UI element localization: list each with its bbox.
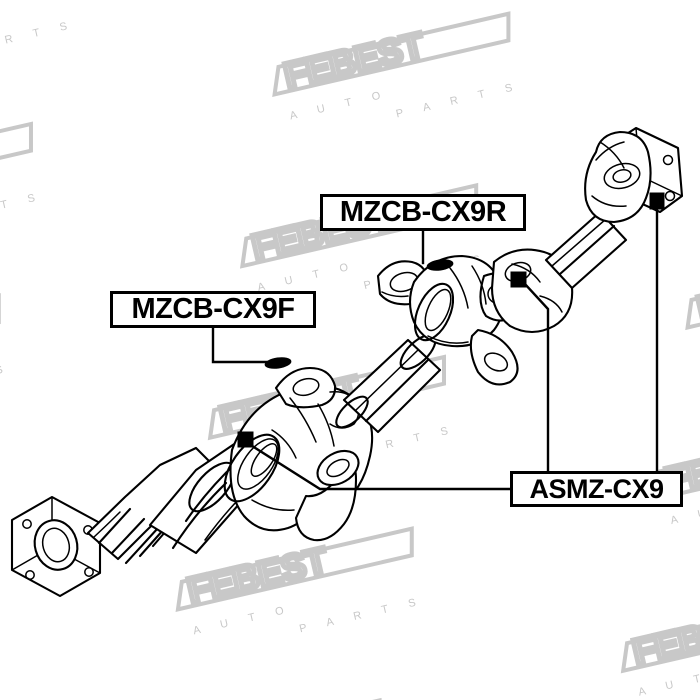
marker-asmz-rear (649, 192, 665, 210)
callout-box-mzcb-cx9r[interactable]: MZCB-CX9R (320, 194, 526, 231)
rear-shaft-tube (544, 210, 628, 290)
part-markers (237, 192, 665, 448)
leader-mzcb-cx9f (211, 326, 272, 364)
callout-box-asmz-cx9[interactable]: ASMZ-CX9 (510, 471, 683, 507)
callout-label-mzcb-cx9f: MZCB-CX9F (131, 293, 295, 325)
leader-lines (211, 207, 659, 491)
callout-box-mzcb-cx9f[interactable]: MZCB-CX9F (110, 291, 316, 328)
front-flange-part (10, 495, 102, 598)
driveshaft-artwork (10, 126, 684, 598)
marker-mzcb-cx9f (264, 357, 292, 369)
marker-mzcb-cx9r (426, 259, 454, 271)
rear-flange-yoke (584, 126, 684, 224)
callout-label-mzcb-cx9r: MZCB-CX9R (339, 196, 507, 228)
leader-asmz-front (247, 442, 512, 491)
leader-asmz-mid (522, 281, 550, 473)
callout-label-asmz-cx9: ASMZ-CX9 (529, 473, 664, 504)
center-shaft-tube (335, 334, 442, 434)
marker-asmz-mid (510, 271, 527, 288)
rear-universal-joint (376, 254, 524, 386)
